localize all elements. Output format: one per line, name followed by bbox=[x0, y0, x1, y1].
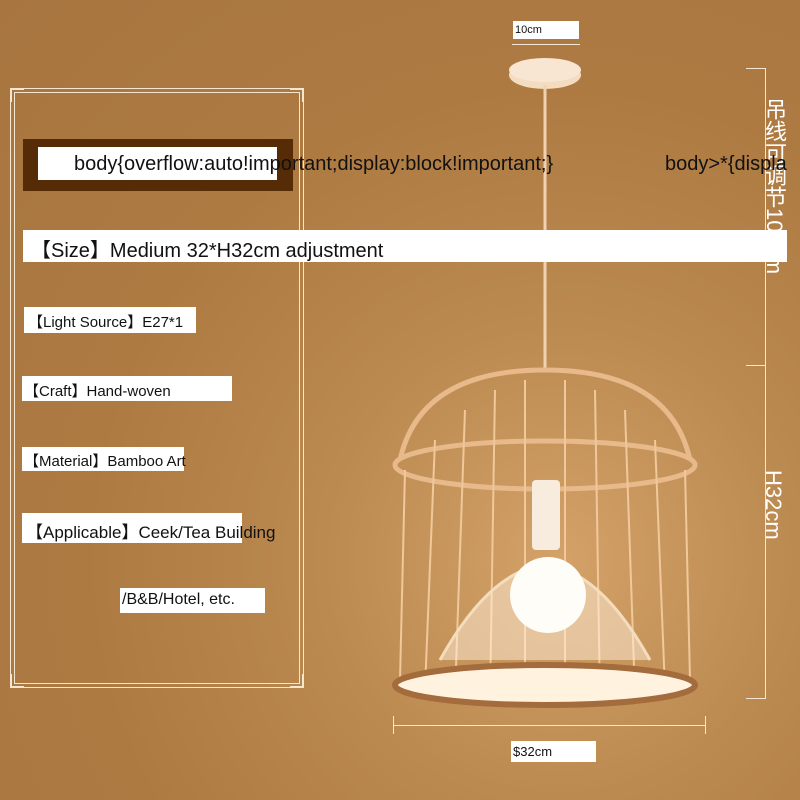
css-text-left: body{overflow:auto!important;display:blo… bbox=[74, 153, 554, 175]
frame-corner bbox=[10, 88, 24, 102]
cage-top bbox=[397, 367, 693, 461]
spec-applicable: 【Applicable】Ceek/Tea Building bbox=[22, 513, 275, 543]
decorative-frame bbox=[10, 88, 304, 688]
pendant-lamp-image bbox=[392, 58, 698, 708]
dimension-line bbox=[765, 68, 766, 698]
frame-corner bbox=[10, 674, 24, 688]
frame-corner bbox=[290, 674, 304, 688]
css-text-right: body>*{displa bbox=[665, 153, 787, 175]
canopy-width-label: 10cm bbox=[513, 21, 579, 39]
dimension-tick bbox=[393, 716, 394, 734]
frame-corner bbox=[290, 88, 304, 102]
css-banner-bg bbox=[38, 147, 277, 180]
spec-size: 【Size】Medium 32*H32cm adjustment bbox=[23, 230, 787, 262]
cage-bottom-ring bbox=[392, 662, 698, 708]
spec-craft: 【Craft】Hand-woven bbox=[22, 376, 232, 401]
dimension-line bbox=[512, 44, 580, 45]
spec-light-source: 【Light Source】E27*1 bbox=[24, 307, 196, 333]
dimension-tick bbox=[746, 365, 766, 366]
spec-applicable-continued: /B&B/Hotel, etc. bbox=[120, 588, 265, 613]
dimension-tick bbox=[746, 698, 766, 699]
diameter-label: $32cm bbox=[511, 741, 596, 762]
bulb bbox=[510, 557, 586, 633]
dimension-tick bbox=[746, 68, 766, 69]
spec-material: 【Material】Bamboo Art bbox=[22, 447, 186, 471]
dimension-tick bbox=[705, 716, 706, 734]
height-label: H32cm bbox=[761, 470, 786, 540]
dimension-line bbox=[393, 725, 705, 726]
decorative-frame-inner bbox=[14, 92, 300, 684]
